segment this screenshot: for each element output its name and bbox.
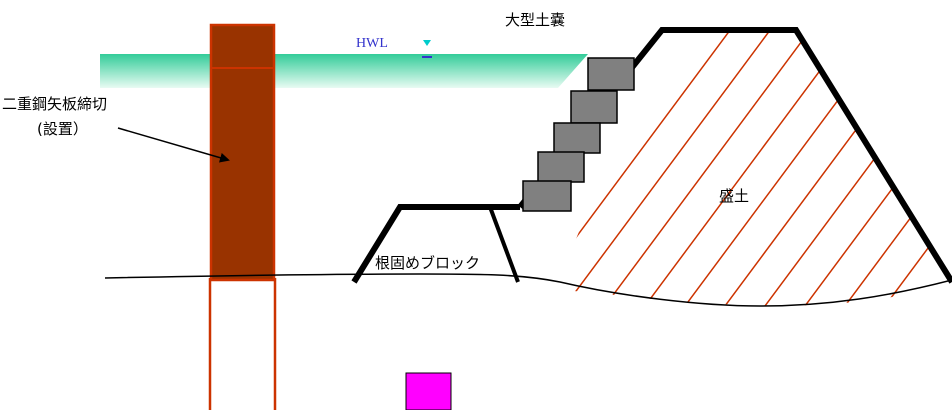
hwl-marker-icon: [422, 40, 432, 58]
foot-block-right-edge: [488, 206, 520, 283]
large-sandbags: [522, 57, 635, 212]
foot-block-label: 根固めブロック: [375, 254, 481, 272]
sandbag: [570, 90, 618, 124]
sheet-pile-leader-arrow: [117, 127, 230, 163]
sandbag: [522, 180, 572, 212]
embankment-label: 盛土: [719, 187, 750, 205]
ground-line: [104, 273, 952, 307]
sheet-pile-body: [209, 23, 276, 282]
sheet-pile-label: 二重鋼矢板締切: [2, 95, 108, 113]
sandbag-label: 大型土嚢: [505, 11, 566, 29]
sandbag: [553, 122, 601, 154]
sheet-pile-label-sub: (設置）: [37, 120, 88, 138]
magenta-marker: [405, 372, 452, 411]
hwl-label: HWL: [356, 36, 388, 51]
embankment-outline: [517, 27, 952, 284]
sandbag: [587, 57, 635, 91]
water-body: [100, 54, 588, 88]
foot-block-outline: [351, 204, 520, 284]
sandbag: [537, 151, 585, 183]
